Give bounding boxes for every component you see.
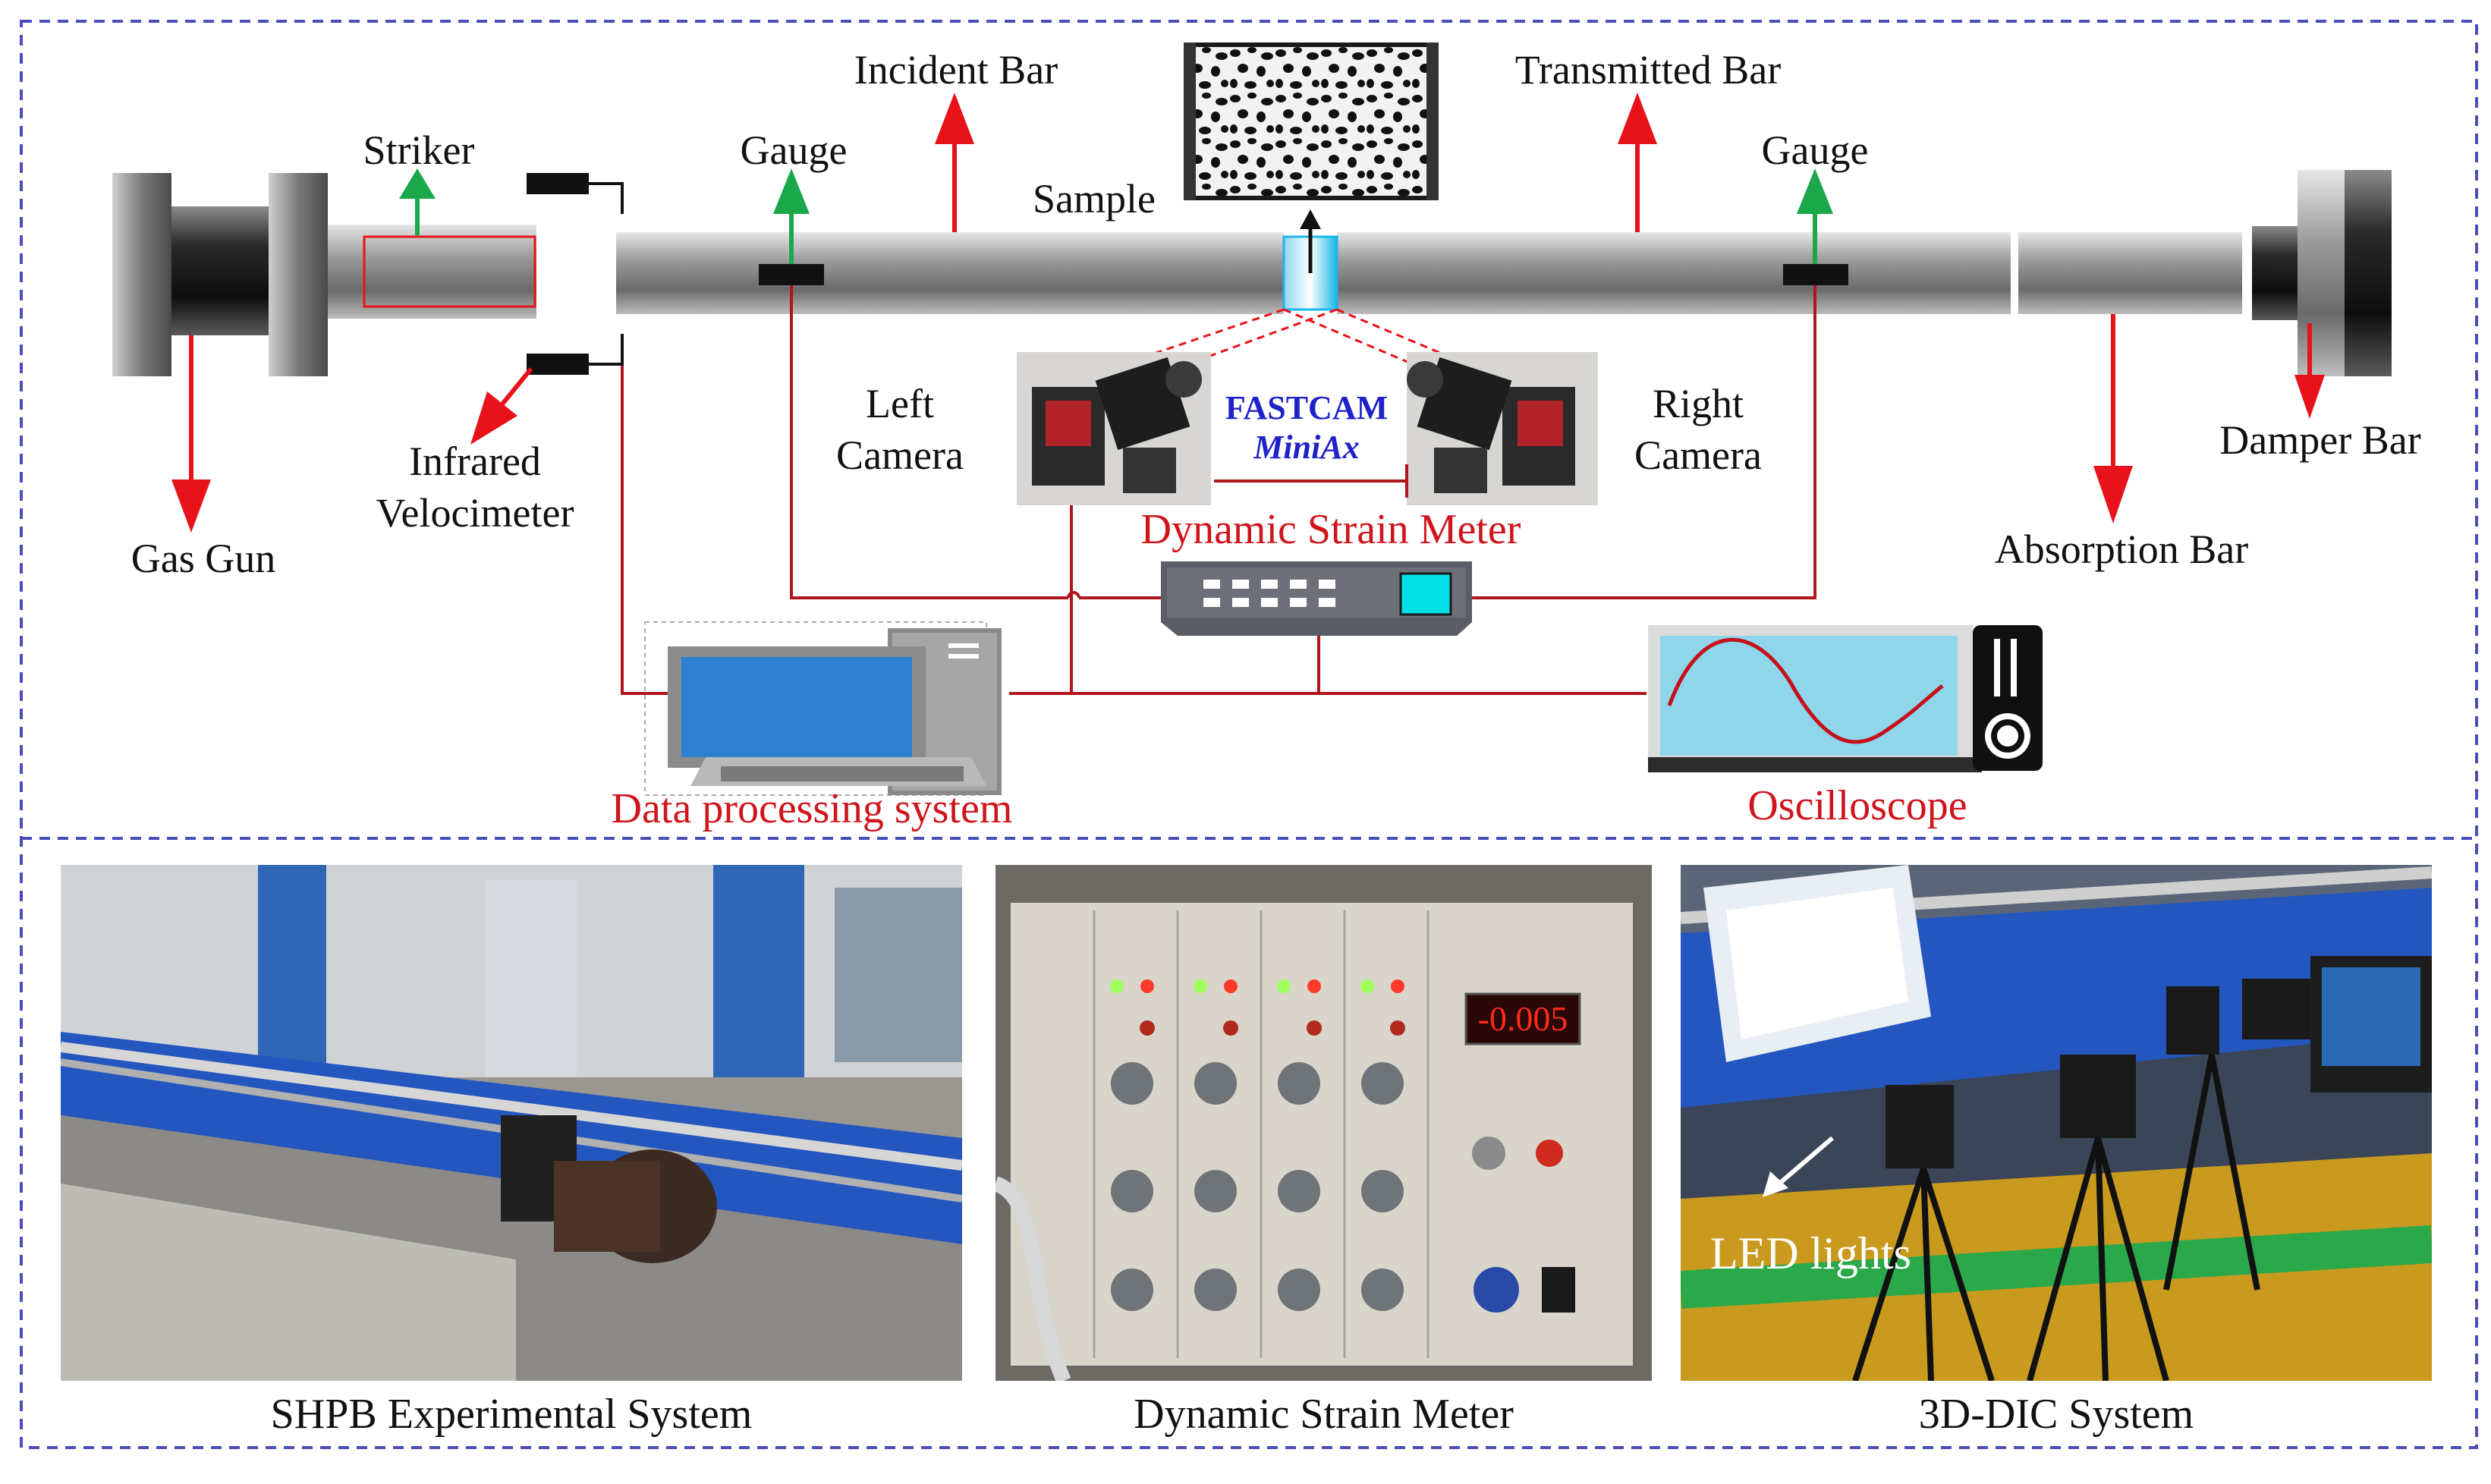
caption-shpb-system: SHPB Experimental System xyxy=(270,1391,753,1438)
label-dynamic-strain-meter: Dynamic Strain Meter xyxy=(1141,506,1521,553)
absorption-bar xyxy=(2018,232,2242,314)
label-infrared-line2: Velocimeter xyxy=(376,490,574,536)
caption-dynamic-strain-meter: Dynamic Strain Meter xyxy=(1134,1391,1514,1438)
incident-bar xyxy=(616,232,1284,314)
photo-shpb-system xyxy=(61,865,962,1381)
label-sample: Sample xyxy=(1033,176,1156,222)
label-gauge-right: Gauge xyxy=(1762,127,1869,173)
gas-gun xyxy=(112,173,536,376)
label-gas-gun: Gas Gun xyxy=(131,536,275,581)
label-gauge-left: Gauge xyxy=(741,127,848,173)
label-data-processing-system: Data processing system xyxy=(612,785,1013,832)
strain-meter-device xyxy=(1161,561,1472,636)
label-incident-bar: Incident Bar xyxy=(854,47,1058,93)
striker-outline xyxy=(363,235,536,308)
photo-3d-dic-system xyxy=(1681,865,2432,1381)
photo-dynamic-strain-meter: -0.005 xyxy=(995,865,1652,1381)
sample-speckle-image xyxy=(1184,42,1439,200)
label-right-camera-line1: Right xyxy=(1653,381,1744,426)
gauge-right-marker xyxy=(1783,264,1848,285)
damper-bar xyxy=(2252,170,2392,376)
right-camera xyxy=(1407,352,1598,505)
label-absorption-bar: Absorption Bar xyxy=(1995,527,2248,572)
arrows xyxy=(171,93,2325,533)
label-striker: Striker xyxy=(363,127,475,173)
label-left-camera-line2: Camera xyxy=(836,432,964,478)
computer xyxy=(644,621,1002,796)
label-left-camera-line1: Left xyxy=(866,381,934,426)
label-miniax: MiniAx xyxy=(1253,429,1359,466)
strain-meter-readout: -0.005 xyxy=(1478,999,1568,1038)
left-camera xyxy=(1017,352,1211,505)
label-right-camera-line2: Camera xyxy=(1634,432,1762,478)
transmitted-bar xyxy=(1337,232,2011,314)
label-oscilloscope: Oscilloscope xyxy=(1747,782,1967,829)
label-transmitted-bar: Transmitted Bar xyxy=(1515,47,1782,93)
caption-3d-dic-system: 3D-DIC System xyxy=(1918,1391,2194,1438)
label-fastcam: FASTCAM xyxy=(1225,389,1388,426)
signal-wires xyxy=(621,285,1816,695)
outer-frame xyxy=(20,20,2478,1449)
label-damper-bar: Damper Bar xyxy=(2219,417,2420,463)
label-infrared-line1: Infrared xyxy=(409,439,541,484)
infrared-velocimeter xyxy=(527,173,624,375)
led-lights-label: LED lights xyxy=(1710,1228,1911,1278)
gauge-left-marker xyxy=(759,264,824,285)
oscilloscope-device xyxy=(1648,625,2043,772)
